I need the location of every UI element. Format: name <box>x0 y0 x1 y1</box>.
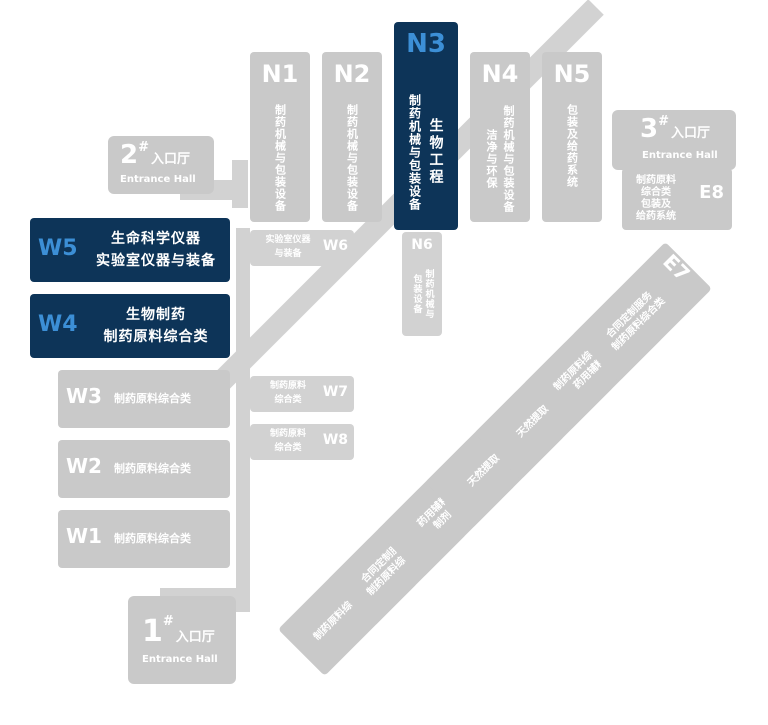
hall-w8-code: W8 <box>322 432 348 448</box>
hall-e8[interactable]: E8 制药原料 综合类 包装及 给药系统 <box>622 168 732 230</box>
hall-n5-code: N5 <box>553 60 591 88</box>
entrance-1-mark: # <box>162 614 174 629</box>
hall-w5[interactable]: W5 生命科学仪器 实验室仪器与装备 <box>30 218 230 282</box>
entrance-hall-3[interactable]: 3#入口厅 Entrance Hall <box>612 110 736 170</box>
hall-w1[interactable]: W1 制药原料综合类 <box>58 510 230 568</box>
entrance-3-number: 3 <box>640 114 659 144</box>
hall-w7[interactable]: 制药原料 综合类 W7 <box>250 376 354 412</box>
hall-w2-code: W2 <box>66 454 102 478</box>
hall-w7-code: W7 <box>322 384 348 400</box>
hall-n6-line-2: 包装设备 <box>411 274 422 314</box>
hall-w2-line-1: 制药原料综合类 <box>114 462 191 475</box>
hall-n3-line-2: 制药机械与包装设备 <box>407 93 422 211</box>
hall-n4-code: N4 <box>481 60 519 88</box>
entrance-1-en: Entrance Hall <box>142 654 218 665</box>
hall-n4[interactable]: N4 制药机械与包装设备 洁净与环保 <box>470 52 530 222</box>
hall-w4-code: W4 <box>38 312 78 337</box>
entrance-3-mark: # <box>658 114 669 129</box>
hall-e8-line-1: 制药原料 <box>636 175 676 186</box>
hall-w6[interactable]: 实验室仪器 与装备 W6 <box>250 230 354 266</box>
hall-n1-code: N1 <box>261 60 299 88</box>
hall-w7-line-1: 制药原料 <box>269 381 306 391</box>
entrance-2-label: 入口厅 <box>151 152 191 167</box>
entrance-hall-2[interactable]: 2#入口厅 Entrance Hall <box>108 136 214 194</box>
entrance-1-label: 入口厅 <box>175 630 215 645</box>
hall-w3-code: W3 <box>66 384 102 408</box>
hall-e8-line-4: 给药系统 <box>636 211 676 222</box>
hall-w6-line-1: 实验室仪器 <box>265 235 311 245</box>
hall-e8-code: E8 <box>699 182 724 203</box>
hall-e8-line-3: 包装及 <box>641 199 671 210</box>
hall-n1-line-1: 制药机械与包装设备 <box>273 104 287 212</box>
hall-w7-line-2: 综合类 <box>274 395 302 405</box>
hall-w4-line-2: 制药原料综合类 <box>103 329 209 345</box>
hall-n6[interactable]: N6 制药机械与 包装设备 <box>402 232 442 336</box>
corridor-north-link <box>232 160 248 208</box>
hall-n6-line-1: 制药机械与 <box>423 269 434 319</box>
hall-w3-line-1: 制药原料综合类 <box>114 392 191 405</box>
hall-n4-line-2: 洁净与环保 <box>485 129 498 189</box>
hall-w6-line-2: 与装备 <box>274 249 302 259</box>
hall-n5[interactable]: N5 包装及给药系统 <box>542 52 602 222</box>
entrance-3-label: 入口厅 <box>671 126 711 141</box>
hall-w5-line-1: 生命科学仪器 <box>111 231 201 247</box>
entrance-3-en: Entrance Hall <box>642 150 718 161</box>
corridor-west <box>236 228 250 598</box>
hall-w4-line-1: 生物制药 <box>126 307 186 323</box>
hall-w3[interactable]: W3 制药原料综合类 <box>58 370 230 428</box>
entrance-2-en: Entrance Hall <box>120 174 196 185</box>
hall-w8-line-1: 制药原料 <box>269 429 306 439</box>
hall-n4-line-1: 制药机械与包装设备 <box>502 105 515 213</box>
hall-e8-line-2: 综合类 <box>641 187 671 198</box>
entrance-2-mark: # <box>138 140 149 155</box>
hall-w8[interactable]: 制药原料 综合类 W8 <box>250 424 354 460</box>
hall-n2-line-1: 制药机械与包装设备 <box>345 104 359 212</box>
hall-n2-code: N2 <box>333 60 371 88</box>
hall-n3-line-1: 生物工程 <box>427 118 444 186</box>
hall-w1-line-1: 制药原料综合类 <box>114 532 191 545</box>
hall-w4[interactable]: W4 生物制药 制药原料综合类 <box>30 294 230 358</box>
hall-n6-code: N6 <box>411 237 433 253</box>
hall-w5-line-2: 实验室仪器与装备 <box>96 253 216 269</box>
hall-n2[interactable]: N2 制药机械与包装设备 <box>322 52 382 222</box>
hall-n3-code: N3 <box>406 29 446 59</box>
hall-w8-line-2: 综合类 <box>274 443 302 453</box>
entrance-hall-1[interactable]: 1#入口厅 Entrance Hall <box>128 596 236 684</box>
entrance-2-number: 2 <box>120 140 139 170</box>
hall-w5-code: W5 <box>38 236 78 261</box>
hall-n3[interactable]: N3 生物工程 制药机械与包装设备 <box>394 22 458 230</box>
hall-w1-code: W1 <box>66 524 102 548</box>
hall-n5-line-1: 包装及给药系统 <box>565 104 579 188</box>
entrance-1-number: 1 <box>142 614 163 649</box>
hall-w6-code: W6 <box>322 238 348 254</box>
hall-w2[interactable]: W2 制药原料综合类 <box>58 440 230 498</box>
hall-n1[interactable]: N1 制药机械与包装设备 <box>250 52 310 222</box>
